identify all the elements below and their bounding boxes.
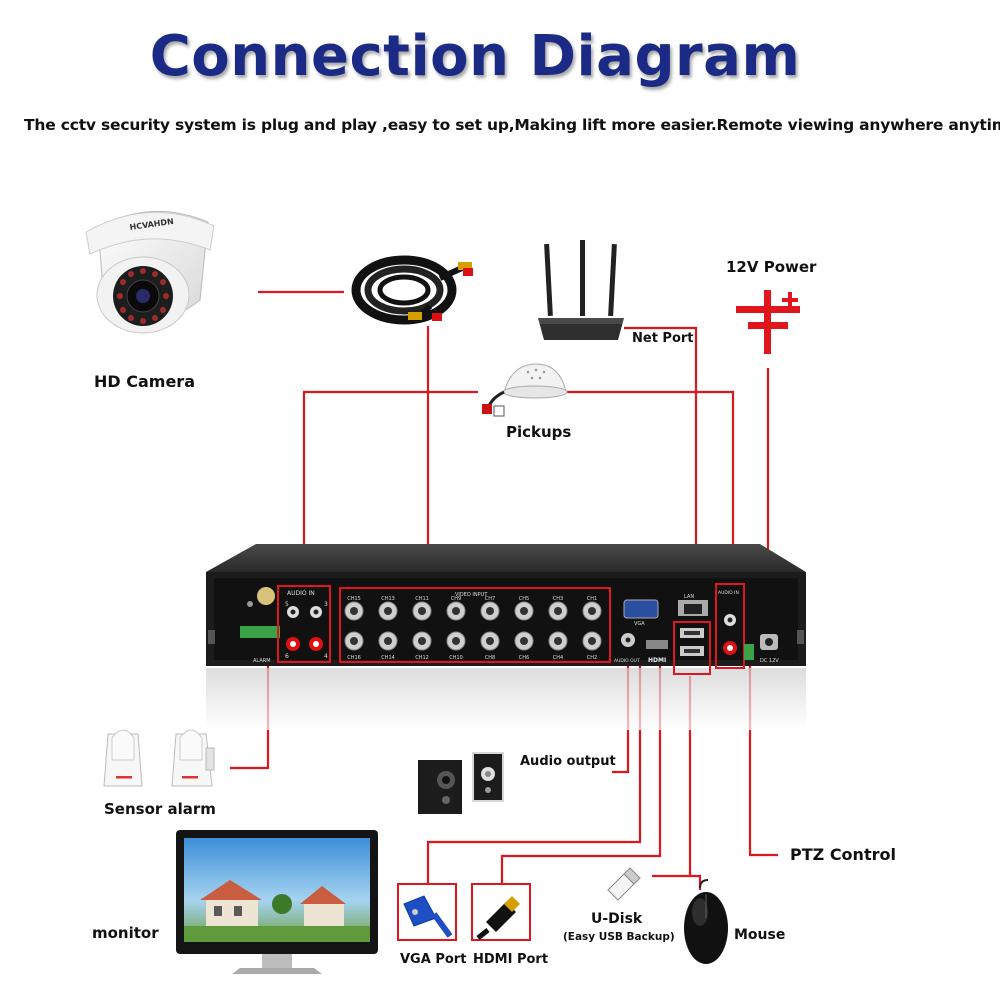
- wire-net-port: [624, 326, 698, 596]
- wire-vga: [426, 658, 642, 884]
- bnc-port: [344, 631, 364, 651]
- pickups-label: Pickups: [506, 423, 572, 441]
- bnc-port: [582, 601, 602, 621]
- bnc-cable-icon: [351, 255, 473, 325]
- channel-label: CH14: [381, 655, 395, 661]
- bnc-port: [446, 601, 466, 621]
- channel-label: CH10: [449, 655, 463, 661]
- hd-camera-label: HD Camera: [94, 372, 195, 391]
- speaker-icon: [418, 752, 504, 814]
- channel-label: CH7: [485, 596, 495, 602]
- channel-label: CH12: [415, 655, 429, 661]
- wire-mouse: [690, 874, 702, 890]
- channel-label: CH5: [519, 596, 529, 602]
- channel-label: CH6: [519, 655, 529, 661]
- ptz-control-label: PTZ Control: [790, 845, 896, 864]
- bnc-port: [446, 631, 466, 651]
- pir-sensor-icon: [103, 729, 215, 787]
- sensor-alarm-label: Sensor alarm: [104, 800, 216, 818]
- vga-label: VGA: [634, 621, 645, 627]
- monitor-icon: [176, 830, 378, 974]
- bnc-port: [514, 631, 534, 651]
- bnc-port: [480, 601, 500, 621]
- audio-in-number: 5: [285, 601, 289, 608]
- audio-out-label: AUDIO OUT: [614, 658, 640, 664]
- dc-power-symbol-icon: [736, 290, 800, 354]
- bnc-port: [582, 631, 602, 651]
- channel-label: CH8: [485, 655, 495, 661]
- bnc-port: [548, 631, 568, 651]
- power-label: 12V Power: [726, 258, 817, 276]
- wiring: [230, 290, 778, 890]
- bnc-port: [344, 601, 364, 621]
- video-input-label: VIDEO INPUT: [455, 592, 488, 598]
- audio-in-left-ports: [286, 606, 323, 651]
- dvr-unit: ALARM AUDIO IN 5 3 6 4 VIDEO INPUT CH15 CH13…: [206, 544, 806, 730]
- channel-label: CH9: [451, 596, 461, 602]
- audio-output-label: Audio output: [520, 754, 616, 769]
- channel-label: CH3: [553, 596, 563, 602]
- dc-label: DC 12V: [760, 658, 779, 664]
- audio-in-left-box: [277, 585, 331, 663]
- vga-port-label: VGA Port: [400, 952, 467, 967]
- audio-in-number: 4: [324, 653, 328, 660]
- hdmi-port-label: HDMI Port: [473, 952, 549, 967]
- alarm-label: ALARM: [253, 658, 271, 664]
- audio-in-number: 3: [324, 601, 328, 608]
- wire-pickup-audio-in-right: [562, 390, 735, 590]
- channel-label: CH2: [587, 655, 597, 661]
- bnc-port: [378, 631, 398, 651]
- mouse-icon: [684, 879, 728, 964]
- net-port-label: Net Port: [632, 331, 694, 346]
- bnc-port: [412, 631, 432, 651]
- channel-label: CH13: [381, 596, 395, 602]
- bnc-port: [412, 601, 432, 621]
- monitor-label: monitor: [92, 924, 159, 942]
- u-disk-note: (Easy USB Backup): [563, 931, 675, 943]
- audio-in-number: 6: [285, 653, 289, 660]
- wire-hdmi: [500, 658, 662, 884]
- usb-stick-icon: [607, 867, 641, 901]
- vga-cable-icon: [397, 883, 457, 941]
- hdmi-label: HDMI: [648, 657, 666, 664]
- bnc-port: [480, 631, 500, 651]
- bnc-port: [514, 601, 534, 621]
- video-input-box: [339, 587, 611, 663]
- u-disk-label: U-Disk: [591, 911, 643, 927]
- wire-pickup-audio-in-left: [302, 390, 478, 590]
- lan-label: LAN: [684, 594, 694, 600]
- hdmi-cable-icon: [471, 883, 531, 941]
- mouse-label: Mouse: [734, 927, 786, 943]
- microphone-pickup-icon: [482, 363, 568, 417]
- audio-in-left-label: AUDIO IN: [287, 590, 315, 597]
- channel-label: CH15: [347, 596, 361, 602]
- channel-label: CH4: [553, 655, 563, 661]
- page-title: Connection Diagram: [149, 24, 801, 89]
- audio-in-right-box: [715, 583, 745, 669]
- channel-label: CH1: [587, 596, 597, 602]
- bnc-port: [378, 601, 398, 621]
- channel-label: CH11: [415, 596, 429, 602]
- page-subtitle: The cctv security system is plug and pla…: [24, 116, 1000, 134]
- channel-label: CH16: [347, 655, 361, 661]
- router-icon: [538, 240, 624, 340]
- usb-box: [673, 621, 711, 675]
- audio-in-right-label: AUDIO IN: [718, 590, 739, 596]
- dome-camera-icon: HCVAHDN: [85, 210, 215, 334]
- bnc-port: [548, 601, 568, 621]
